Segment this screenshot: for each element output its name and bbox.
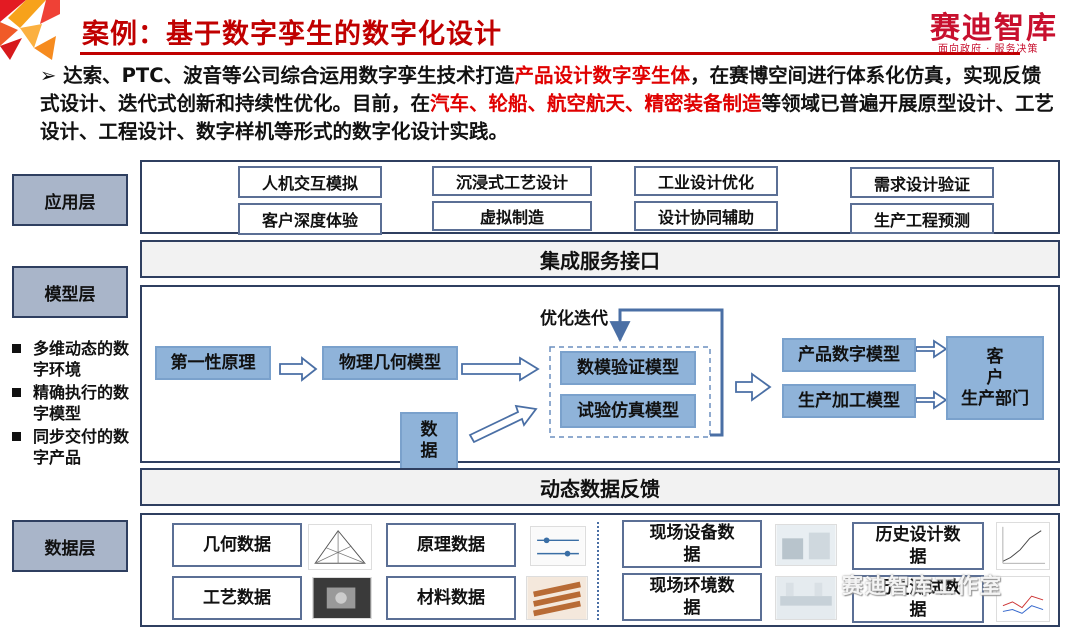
app-item: 设计协同辅助 — [634, 201, 778, 231]
intro-highlight: 汽车、轮船、航空航天、精密装备制造 — [430, 92, 762, 115]
app-item: 需求设计验证 — [850, 167, 994, 198]
corner-decoration — [0, 0, 60, 60]
customer-label: 客 户 — [986, 346, 1004, 388]
feature-text: 同步交付的数字产品 — [33, 427, 130, 467]
intro-paragraph: ➢ 达索、PTC、波音等公司综合运用数字孪生技术打造产品设计数字孪生体，在赛博空… — [40, 62, 1060, 146]
equipment-photo-icon — [775, 524, 837, 566]
app-item: 工业设计优化 — [634, 166, 778, 196]
logo: 赛迪智库 — [930, 11, 1058, 46]
feature-item: 同步交付的数字产品 — [8, 426, 138, 468]
intro-highlight: 产品设计数字孪生体 — [514, 64, 691, 87]
layer-label-model: 模型层 — [12, 266, 128, 318]
data-divider — [597, 522, 599, 620]
product-model-node: 产品数字模型 — [782, 338, 916, 372]
app-item: 虚拟制造 — [432, 201, 592, 231]
flow-arrow-icon — [279, 339, 948, 444]
app-item: 客户深度体验 — [238, 203, 382, 235]
integration-service-bar: 集成服务接口 — [140, 240, 1060, 278]
feature-item: 多维动态的数字环境 — [8, 338, 138, 380]
app-item: 生产工程预测 — [850, 203, 994, 234]
environment-photo-icon — [775, 576, 837, 620]
data-item: 工艺数据 — [172, 576, 302, 620]
intro-text: 等领域已普遍开展原型设计、工艺设计、工程设计、数字样机等形式的数字化设计实践。 — [40, 92, 1055, 143]
watermark: 赛迪智库工作室 — [842, 574, 1003, 598]
data-item: 现场环境数 据 — [622, 573, 762, 621]
data-input-node: 数 据 — [400, 412, 458, 470]
model-flow-arrows — [279, 308, 948, 444]
feature-list: 多维动态的数字环境 精确执行的数字模型 同步交付的数字产品 — [8, 338, 138, 470]
data-item: 几何数据 — [172, 523, 302, 567]
data-item: 原理数据 — [386, 523, 516, 567]
process-photo-icon — [312, 577, 372, 619]
digital-verify-node: 数模验证模型 — [560, 351, 696, 385]
data-item: 历史设计数 据 — [852, 522, 984, 570]
dynamic-feedback-bar: 动态数据反馈 — [140, 468, 1060, 506]
feature-text: 多维动态的数字环境 — [33, 339, 130, 379]
logo-tagline: 面向政府 · 服务决策 — [938, 44, 1039, 55]
layer-label-data: 数据层 — [12, 520, 128, 572]
geometry-diagram-icon — [308, 524, 372, 570]
app-item: 人机交互模拟 — [238, 166, 382, 198]
physical-geometry-node: 物理几何模型 — [322, 346, 458, 380]
production-model-node: 生产加工模型 — [782, 384, 916, 418]
principle-diagram-icon — [530, 526, 586, 566]
production-dept-label: 生产部门 — [961, 388, 1029, 409]
app-item: 沉浸式工艺设计 — [432, 166, 592, 196]
intro-text: ，在赛博空间进行体系化仿真，实现反馈式设计、迭代式创新和持续性优化。目前，在 — [40, 64, 1042, 115]
page-title: 案例：基于数字孪生的数字化设计 — [82, 19, 502, 50]
feature-item: 精确执行的数字模型 — [8, 382, 138, 424]
first-principle-node: 第一性原理 — [155, 346, 271, 380]
intro-text: 达索、PTC、波音等公司综合运用数字孪生技术打造 — [56, 64, 515, 87]
data-item: 材料数据 — [386, 576, 516, 620]
customer-dept-node: 客 户 生产部门 — [946, 336, 1044, 420]
feature-text: 精确执行的数字模型 — [33, 383, 130, 423]
title-underline — [80, 52, 1020, 55]
history-test-chart-icon — [996, 576, 1050, 622]
loop-label: 优化迭代 — [540, 309, 608, 329]
history-design-chart-icon — [996, 522, 1050, 570]
intro-bullet-icon: ➢ — [40, 64, 57, 87]
data-item: 现场设备数 据 — [622, 520, 762, 568]
test-sim-node: 试验仿真模型 — [560, 394, 696, 428]
material-photo-icon — [526, 576, 588, 620]
data-item: 历史测试数 据 — [852, 575, 984, 623]
layer-label-app: 应用层 — [12, 174, 128, 226]
